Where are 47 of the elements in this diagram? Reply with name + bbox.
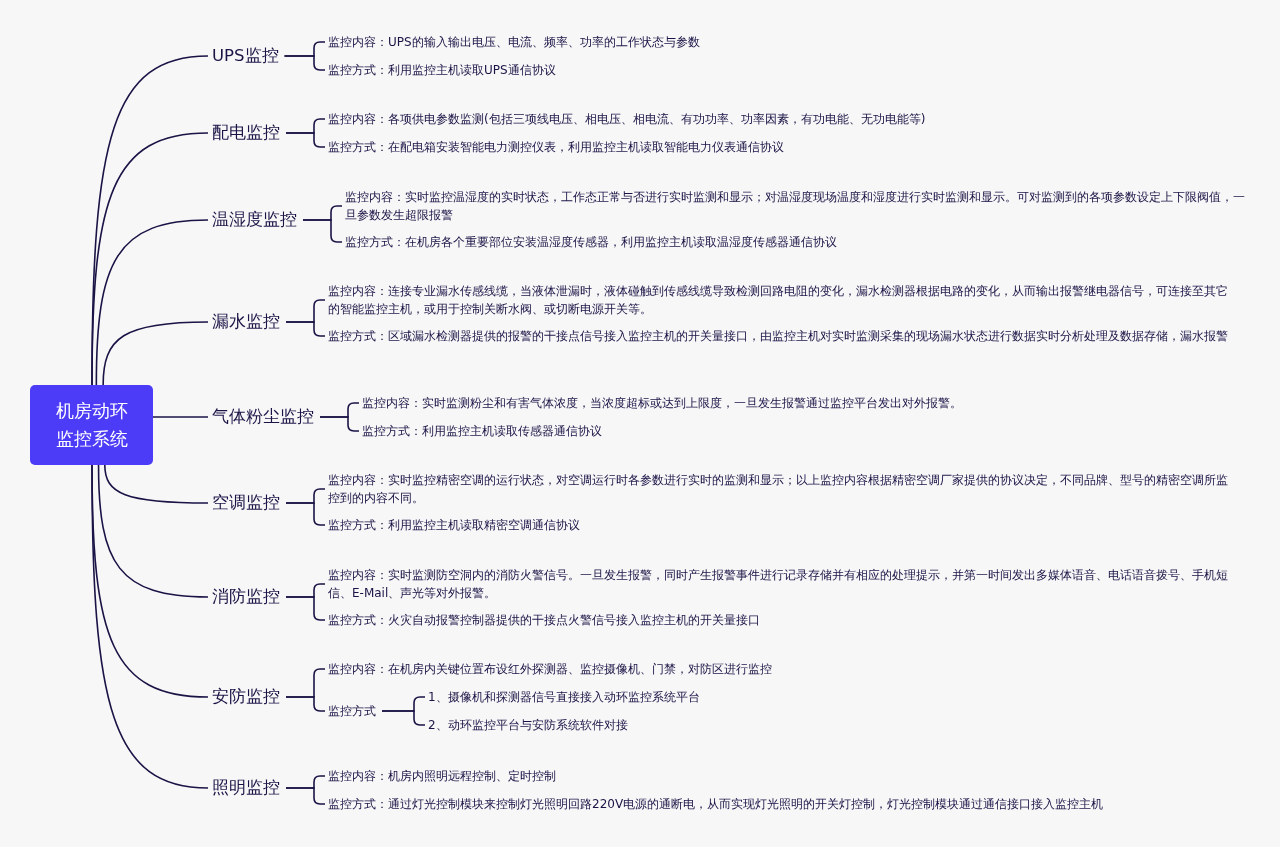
connector-line	[381, 710, 426, 726]
detail-text: 监控内容：实时监控温湿度的实时状态，工作态正常与否进行实时监测和显示；对温湿度现场温度和湿度进行实时监测和显示。可对监测到的各项参数设定上下限阀值，一旦参数发生超限报警	[345, 188, 1245, 224]
topic-label: UPS监控	[212, 45, 279, 67]
connector-line	[91, 132, 209, 386]
detail-text: 监控方式：利用监控主机读取传感器通信协议	[362, 422, 602, 440]
detail-text: 监控方式：在配电箱安装智能电力测控仪表，利用监控主机读取智能电力仪表通信协议	[328, 138, 784, 156]
connector-line	[285, 596, 326, 621]
detail-text: 监控内容：实时监测防空洞内的消防火警信号。一旦发生报警，同时产生报警事件进行记录存储并有相应的处理提示，并第一时间发出多媒体语音、电话语音拨号、手机短信、E-Mail、声光等对外报警。	[328, 566, 1228, 602]
detail-text: 监控内容：各项供电参数监测(包括三项线电压、相电压、相电流、有功功率、功率因素，有功电能、无功电能等)	[328, 110, 926, 128]
detail-text: 监控方式：通过灯光控制模块来控制灯光照明回路220V电源的通断电，从而实现灯光照明的开关灯控制，灯光控制模块通过通信接口接入监控主机	[328, 795, 1104, 813]
connector-line	[285, 132, 326, 148]
detail-text: 1、摄像机和探测器信号直接接入动环监控系统平台	[428, 688, 700, 706]
topic-label: 安防监控	[212, 686, 280, 708]
topic-label: 漏水监控	[212, 311, 280, 333]
connector-line	[285, 696, 326, 712]
detail-text: 监控方式：火灾自动报警控制器提供的干接点火警信号接入监控主机的开关量接口	[328, 611, 760, 629]
connector-line	[285, 321, 326, 337]
detail-text: 监控内容：机房内照明远程控制、定时控制	[328, 767, 556, 785]
connector-line	[91, 464, 209, 789]
topic-label: 温湿度监控	[212, 209, 297, 231]
connector-line	[285, 787, 326, 805]
detail-text: 2、动环监控平台与安防系统软件对接	[428, 716, 628, 734]
connector-line	[152, 416, 209, 418]
detail-text: 监控内容：在机房内关键位置布设红外探测器、监控摄像机、门禁，对防区进行监控	[328, 660, 772, 678]
detail-text: 监控内容：UPS的输入输出电压、电流、频率、功率的工作状态与参数	[328, 33, 700, 51]
detail-text: 监控方式：在机房各个重要部位安装温湿度传感器，利用监控主机读取温湿度传感器通信协议	[345, 233, 837, 251]
connector-line	[302, 219, 343, 243]
connector-line	[102, 321, 209, 386]
connector-line	[95, 219, 209, 386]
detail-text: 监控内容：连接专业漏水传感线缆，当液体泄漏时，液体碰触到传感线缆导致检测回路电阻的变化，漏水检测器根据电路的变化，从而输出报警继电器信号，可连接至其它的智能监控主机，或用于控制关断水阀、或切断电源开关等。	[328, 282, 1228, 318]
topic-label: 配电监控	[212, 122, 280, 144]
detail-text: 监控方式：利用监控主机读取UPS通信协议	[328, 61, 556, 79]
detail-text: 监控内容：实时监控精密空调的运行状态，对空调运行时各参数进行实时的监测和显示；以上监控内容根据精密空调厂家提供的协议决定，不同品牌、型号的精密空调所监控到的内容不同。	[328, 471, 1228, 507]
connector-line	[104, 464, 209, 504]
detail-text: 监控方式：利用监控主机读取精密空调通信协议	[328, 516, 580, 534]
connector-line	[97, 464, 209, 598]
topic-label: 气体粉尘监控	[212, 406, 314, 428]
detail-text: 监控方式：区域漏水检测器提供的报警的干接点信号接入监控主机的开关量接口，由监控主机对实时监测采集的现场漏水状态进行数据实时分析处理及数据存储，漏水报警	[328, 327, 1228, 345]
connector-line	[319, 416, 360, 432]
detail-text: 监控方式	[328, 702, 376, 720]
detail-text: 监控内容：实时监测粉尘和有害气体浓度，当浓度超标或达到上限度，一旦发生报警通过监控平台发出对外报警。	[362, 394, 962, 412]
root-box: 机房动环监控系统	[30, 385, 153, 465]
topic-label: 照明监控	[212, 777, 280, 799]
topic-label: 空调监控	[212, 492, 280, 514]
topic-label: 消防监控	[212, 586, 280, 608]
connector-line	[285, 502, 326, 526]
connector-line	[283, 55, 326, 71]
